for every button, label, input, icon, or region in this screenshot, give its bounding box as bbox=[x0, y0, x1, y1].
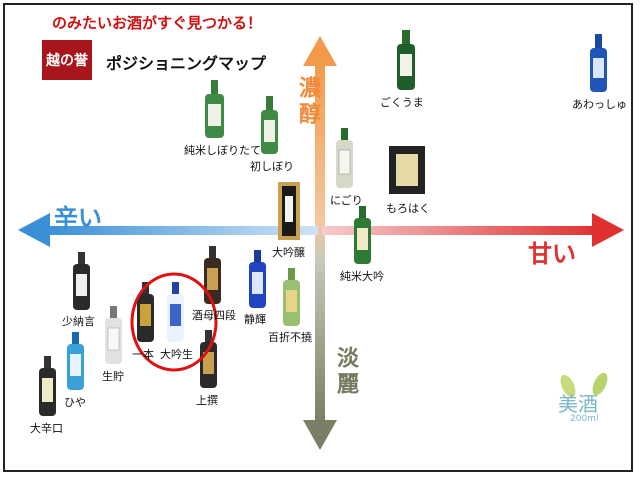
label-daiginjo: 大吟醸 bbox=[272, 246, 305, 259]
highlight-circle bbox=[130, 272, 218, 372]
bottle-hiya bbox=[67, 332, 84, 390]
label-daikarakuchi: 大辛口 bbox=[30, 422, 63, 435]
bottle-seiki bbox=[249, 250, 266, 308]
label-junmai-shiboritate: 純米しぼりたて bbox=[184, 144, 261, 157]
label-hiya: ひや bbox=[64, 396, 86, 409]
axis-label-bottom: 淡麗 bbox=[333, 346, 358, 398]
bottle-nigori bbox=[336, 128, 353, 188]
bottle-shubo-yondan bbox=[204, 246, 221, 304]
bottle-hatsushibori bbox=[261, 96, 278, 154]
axis-label-left: 辛い bbox=[54, 204, 102, 232]
label-seiki: 静輝 bbox=[244, 313, 266, 326]
label-gokuuma: ごくうま bbox=[380, 96, 424, 109]
bottle-shounagon bbox=[73, 252, 90, 310]
badge-sub: 200ml bbox=[570, 414, 599, 424]
bishu-badge: 美酒 200ml bbox=[554, 372, 614, 432]
map-title: ポジショニングマップ bbox=[106, 54, 267, 73]
label-hatsushibori: 初しぼり bbox=[250, 160, 294, 173]
bottle-hyakusetsu-futou bbox=[283, 268, 300, 326]
vertical-axis-bottom-arrow bbox=[303, 420, 337, 450]
bottle-junmai-shiboritate bbox=[205, 80, 224, 138]
bottle-daikarakuchi bbox=[39, 356, 56, 416]
axis-label-top: 濃醇 bbox=[295, 76, 320, 128]
label-junmai-daigin: 純米大吟 bbox=[340, 270, 384, 283]
leaf-icon bbox=[560, 372, 608, 398]
horizontal-axis-left-shaft bbox=[44, 226, 318, 235]
bottle-junmai-daigin bbox=[354, 206, 371, 264]
axis-label-right: 甘い bbox=[528, 240, 576, 268]
label-nigori: にごり bbox=[330, 194, 363, 207]
bottle-ippon bbox=[137, 282, 154, 342]
map-frame bbox=[3, 3, 633, 472]
tagline: のみたいお酒がすぐ見つかる！ bbox=[52, 14, 263, 32]
label-jousen: 上撰 bbox=[196, 394, 218, 407]
label-morohaku: もろはく bbox=[386, 202, 430, 215]
label-shubo-yondan: 酒母四段 bbox=[192, 309, 236, 322]
horizontal-axis-left-arrow bbox=[18, 213, 50, 247]
horizontal-axis-right-arrow bbox=[592, 213, 624, 247]
bottle-daiginnama bbox=[167, 282, 184, 342]
bottle-namachozo bbox=[105, 306, 122, 364]
bottle-awasshu bbox=[590, 34, 607, 92]
brand-logo: 越の誉 bbox=[42, 40, 92, 80]
label-awasshu: あわっしゅ bbox=[572, 98, 627, 111]
label-shounagon: 少納言 bbox=[62, 315, 95, 328]
label-hyakusetsu-futou: 百折不撓 bbox=[268, 331, 312, 344]
label-namachozo: 生貯 bbox=[102, 370, 124, 383]
bottle-gokuuma bbox=[397, 30, 415, 90]
label-ippon: 一本 bbox=[132, 348, 154, 361]
vertical-axis-top-arrow bbox=[303, 36, 337, 66]
label-daiginnama: 大吟生 bbox=[160, 348, 193, 361]
horizontal-axis-right-shaft bbox=[322, 226, 598, 235]
badge-text: 美酒 bbox=[558, 392, 598, 416]
vertical-axis-shaft bbox=[315, 62, 325, 422]
bottle-morohaku bbox=[389, 146, 425, 194]
bottle-daiginjo bbox=[278, 182, 300, 240]
